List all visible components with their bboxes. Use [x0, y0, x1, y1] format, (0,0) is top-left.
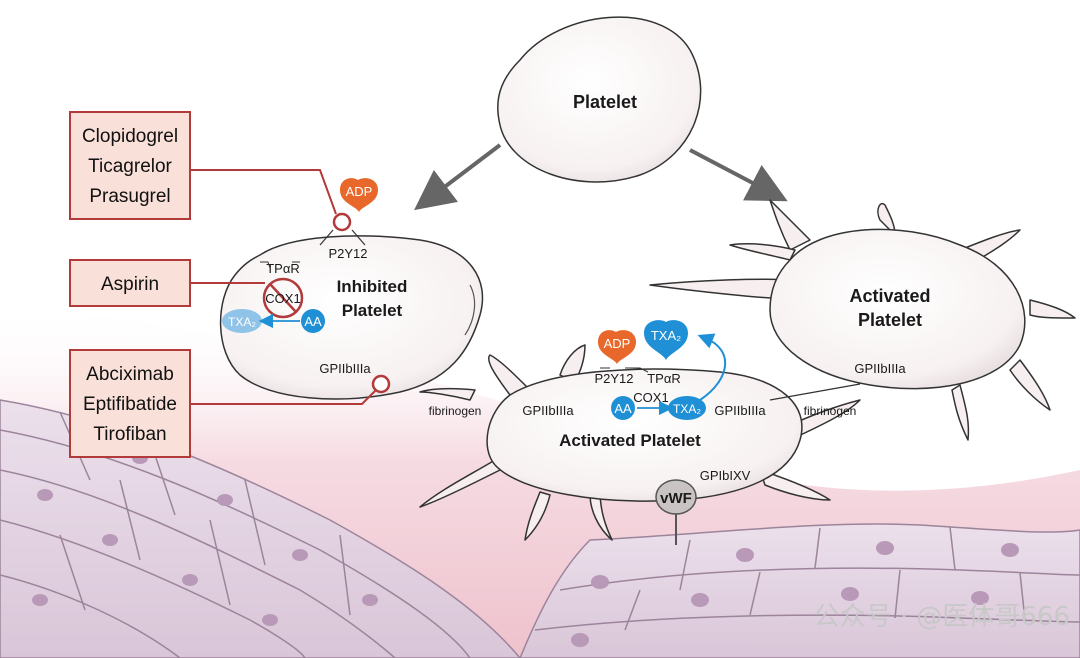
arrow-to-activated: [689, 148, 788, 202]
drug-tirofiban: Tirofiban: [93, 424, 166, 445]
cox1-label-center: COX1: [633, 390, 668, 405]
drug-ticagrelor: Ticagrelor: [88, 156, 172, 177]
txa2-label-center: TXA₂: [673, 402, 701, 416]
gp-label-inhibited: GPIIbIIIa: [319, 361, 371, 376]
txa2-faded-inhibited: [222, 309, 262, 333]
txa2-bubble-top: [644, 320, 688, 360]
vessel-wall-right: [519, 523, 1080, 658]
fibrinogen-left-label: fibrinogen: [429, 404, 482, 418]
fibrinogen-bridge: [769, 383, 861, 401]
gp-blocked-receptor: [371, 374, 391, 394]
drug-abciximab: Abciximab: [86, 364, 174, 385]
adp-bubble-inhibited: [340, 178, 378, 212]
txa2-label-inhibited: TXA₂: [228, 315, 256, 329]
drug-box-p2y12: Clopidogrel Ticagrelor Prasugrel: [69, 111, 337, 220]
aa-label-inhibited: AA: [304, 314, 322, 329]
activated-right-title-1: Activated: [849, 286, 930, 306]
resting-platelet: Platelet: [497, 16, 702, 183]
drug-prasugrel: Prasugrel: [89, 186, 170, 207]
inhibited-title-1: Inhibited: [337, 277, 408, 296]
txa2-bubble-center: [668, 396, 706, 420]
vwf-bubble: [655, 479, 697, 515]
resting-platelet-label: Platelet: [573, 92, 637, 112]
drug-box-gpiib: Abciximab Eptifibatide Tirofiban: [69, 349, 377, 458]
cox1-blocked-symbol: [262, 277, 304, 319]
activated-center-title: Activated Platelet: [559, 431, 701, 450]
drug-eptifibatide: Eptifibatide: [83, 394, 177, 415]
p2y12-blocked-receptor: [332, 212, 352, 232]
gpibixv-label: GPIbIXV: [700, 468, 751, 483]
txa2-top-label: TXA₂: [651, 328, 681, 343]
drug-clopidogrel: Clopidogrel: [82, 126, 178, 147]
fibrinogen-right-label: fibrinogen: [804, 404, 857, 418]
aa-label-center: AA: [614, 401, 632, 416]
gp-right-label: GPIIbIIIa: [714, 403, 766, 418]
aa-bubble-center: [611, 396, 635, 420]
inhibited-platelet: Inhibited Platelet ADP P2Y12 TPαR COX1 T…: [219, 178, 484, 400]
vwf-label: vWF: [660, 490, 692, 507]
activated-right-title-2: Platelet: [858, 310, 922, 330]
adp-bubble-center: [598, 330, 636, 364]
inhibited-title-2: Platelet: [342, 301, 403, 320]
arrow-to-inhibited: [414, 143, 502, 211]
drug-box-aspirin: Aspirin: [69, 259, 265, 307]
tpar-label-center: TPαR: [647, 371, 681, 386]
adp-label-center: ADP: [604, 336, 631, 351]
aa-bubble-inhibited: [301, 309, 325, 333]
activated-right-gp-label: GPIIbIIIa: [854, 361, 906, 376]
cox1-label-inhibited: COX1: [265, 291, 300, 306]
watermark-text: 公众号 · @医体哥666: [814, 602, 1070, 632]
p2y12-label-center: P2Y12: [594, 371, 633, 386]
adp-label-inhibited: ADP: [346, 184, 373, 199]
tpar-label-inhibited: TPαR: [266, 261, 300, 276]
activated-platelet-center: Activated Platelet ADP TXA₂ P2Y12 TPαR A…: [419, 320, 861, 545]
gp-left-label: GPIIbIIIa: [522, 403, 574, 418]
p2y12-label-inhibited: P2Y12: [328, 246, 367, 261]
activated-platelet-right: Activated Platelet GPIIbIIIa: [649, 199, 1076, 441]
drug-aspirin: Aspirin: [101, 274, 159, 295]
